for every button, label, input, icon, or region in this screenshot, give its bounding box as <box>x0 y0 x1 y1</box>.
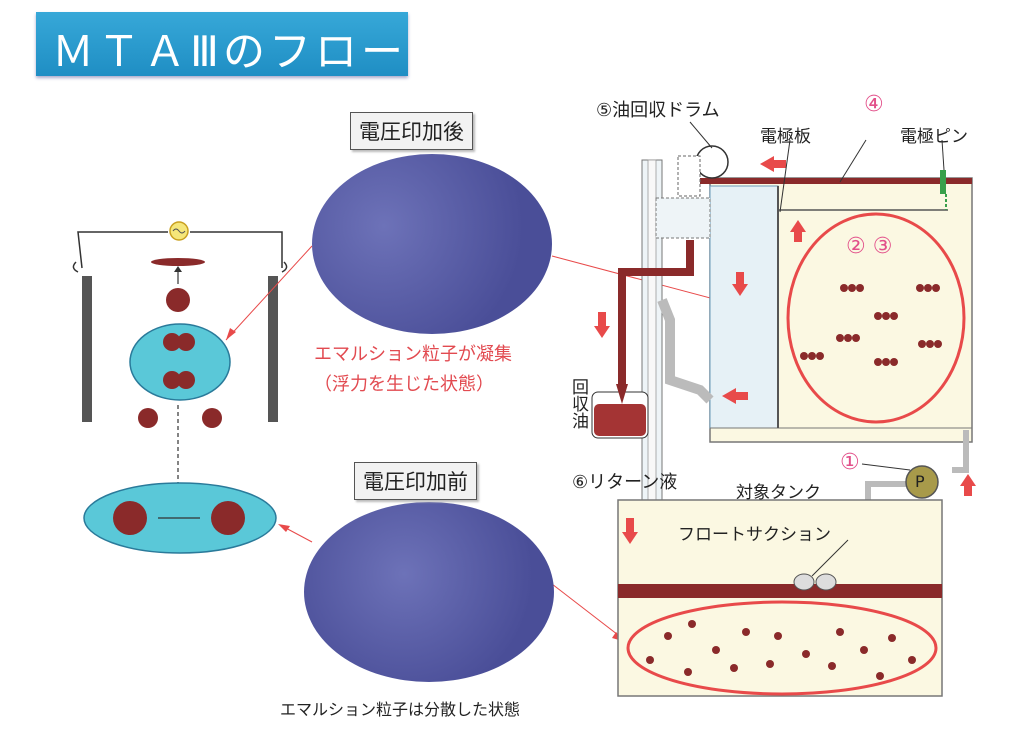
label-target-tank: 対象タンク <box>736 483 821 503</box>
pump-label: P <box>915 472 925 491</box>
label-num23: ② ③ <box>846 234 893 259</box>
label-after-voltage: 電圧印加後 <box>350 112 473 150</box>
label-num4: ④ <box>864 92 884 117</box>
micrograph-after <box>312 154 552 334</box>
aggregated-caption-2: （浮力を生じた状態） <box>314 374 494 395</box>
dispersed-caption: エマルション粒子は分散した状態 <box>280 700 521 719</box>
label-return-liquid: ⑥リターン液 <box>572 472 678 493</box>
micrograph-before <box>304 502 554 682</box>
label-num1: ① <box>840 450 860 475</box>
label-oil-drum: ⑤油回収ドラム <box>596 100 720 121</box>
label-float-suction: フロートサクション <box>678 525 831 545</box>
title-banner: ＭＴＡⅢのフロー <box>36 12 408 76</box>
page-title: ＭＴＡⅢのフロー <box>52 27 407 76</box>
label-before-voltage: 電圧印加前 <box>354 462 477 500</box>
label-electrode-plate: 電極板 <box>760 127 811 147</box>
label-electrode-pin: 電極ピン <box>900 127 968 147</box>
label-recovered-oil: 回収油 <box>568 378 588 429</box>
aggregated-caption-1: エマルション粒子が凝集 <box>314 344 512 365</box>
